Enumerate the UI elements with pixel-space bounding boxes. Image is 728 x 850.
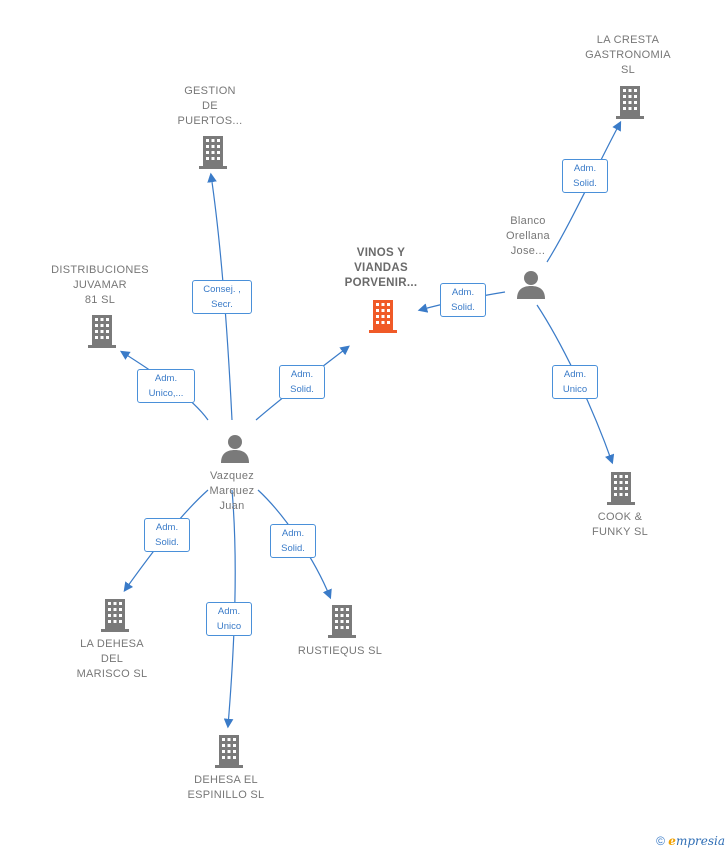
company-label-vinos[interactable]: VINOS Y VIANDAS PORVENIR... [344,247,418,289]
building-icon[interactable] [87,313,117,349]
person-label-vazquez[interactable]: Vazquez Marquez Juan [209,470,255,512]
person-icon[interactable] [516,270,546,300]
relation-consej[interactable]: Consej. , Secr. [192,280,252,314]
company-label-dehesa-espinillo[interactable]: DEHESA EL ESPINILLO SL [187,774,265,801]
link-blanco-cresta [546,120,622,263]
copyright-symbol: © [656,834,665,848]
company-label-dehesa-marisco[interactable]: LA DEHESA DEL MARISCO SL [76,638,148,680]
relation-adm-solid-cresta[interactable]: Adm. Solid. [562,159,608,193]
company-label-distribuciones[interactable]: DISTRIBUCIONES JUVAMAR 81 SL [51,264,149,306]
relation-adm-solid-marisco[interactable]: Adm. Solid. [144,518,190,552]
brand-logo-initial: e [668,834,676,848]
company-label-rustiequs[interactable]: RUSTIEQUS SL [297,645,383,657]
building-icon-focus[interactable] [368,298,398,334]
person-label-blanco[interactable]: Blanco Orellana Jose... [506,215,550,257]
relation-adm-solid-vinos-vazquez[interactable]: Adm. Solid. [279,365,325,399]
relation-adm-unico-espinillo[interactable]: Adm. Unico [206,602,252,636]
relation-adm-unico-distribuciones[interactable]: Adm. Unico,... [137,369,195,403]
person-icon[interactable] [220,434,250,464]
relation-adm-solid-rustiequs[interactable]: Adm. Solid. [270,524,316,558]
building-icon[interactable] [100,597,130,633]
company-label-gestion[interactable]: GESTION DE PUERTOS... [177,85,243,127]
building-icon[interactable] [198,134,228,170]
relation-adm-solid-vinos-blanco[interactable]: Adm. Solid. [440,283,486,317]
company-label-cook[interactable]: COOK & FUNKY SL [592,511,648,538]
brand-footer[interactable]: © empresia [656,834,725,848]
relation-adm-unico-cook[interactable]: Adm. Unico [552,365,598,399]
building-icon[interactable] [327,603,357,639]
brand-logo-text: mpresia [675,834,725,848]
building-icon[interactable] [615,84,645,120]
company-label-cresta[interactable]: LA CRESTA GASTRONOMIA SL [585,34,671,76]
building-icon[interactable] [606,470,636,506]
building-icon[interactable] [214,733,244,769]
